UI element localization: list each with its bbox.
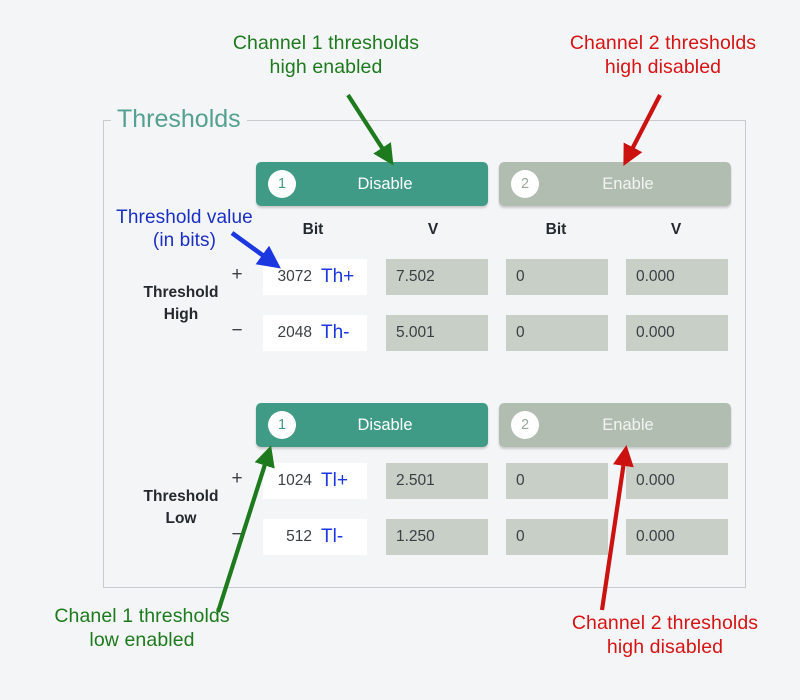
button-label: Disable	[357, 174, 413, 193]
field-tag-th-minus: Th-	[321, 322, 350, 343]
field-value: 1024	[277, 472, 312, 489]
sign-minus: −	[231, 320, 243, 341]
field-value: 512	[286, 528, 312, 545]
threshold-low-plus-bit-ch2: 0	[506, 463, 608, 499]
button-label: Enable	[602, 415, 654, 434]
threshold-high-plus-bit-input[interactable]: 3072 Th+	[263, 259, 367, 295]
annotation-threshold-value-in-bits: Threshold value (in bits)	[116, 207, 253, 252]
annotation-channel1-high-enabled: Channel 1 thresholds high enabled	[232, 32, 420, 78]
annotation-channel2-high-disabled: Channel 2 thresholds high disabled	[569, 32, 757, 78]
threshold-low-minus-volts-ch1: 1.250	[386, 519, 488, 555]
channel-number-badge: 2	[511, 170, 539, 198]
threshold-high-minus-volts-ch2: 0.000	[626, 315, 728, 351]
threshold-high-group-label: Threshold High	[143, 284, 219, 323]
channel-number-badge: 1	[268, 170, 296, 198]
threshold-low-minus-bit-input[interactable]: 512 Tl-	[263, 519, 367, 555]
button-label: Disable	[357, 415, 413, 434]
sign-plus: +	[231, 468, 243, 489]
threshold-high-channel1-toggle-button[interactable]: 1 Disable	[256, 162, 488, 206]
channel-number-badge: 2	[511, 411, 539, 439]
threshold-low-minus-volts-ch2: 0.000	[626, 519, 728, 555]
button-label: Enable	[602, 174, 654, 193]
panel-legend: Thresholds	[111, 105, 247, 133]
annotation-channel1-low-enabled: Chanel 1 thresholds low enabled	[54, 605, 230, 651]
field-tag-tl-plus: Tl+	[321, 470, 348, 491]
column-header-ch1-volts: V	[427, 221, 439, 238]
thresholds-panel	[103, 120, 746, 588]
column-header-ch2-bit: Bit	[545, 221, 567, 238]
threshold-low-plus-volts-ch1: 2.501	[386, 463, 488, 499]
threshold-high-plus-bit-ch2: 0	[506, 259, 608, 295]
sign-plus: +	[231, 264, 243, 285]
threshold-high-minus-bit-input[interactable]: 2048 Th-	[263, 315, 367, 351]
threshold-high-minus-volts-ch1: 5.001	[386, 315, 488, 351]
threshold-low-minus-bit-ch2: 0	[506, 519, 608, 555]
column-header-ch1-bit: Bit	[302, 221, 324, 238]
annotation-channel2-low-disabled: Channel 2 thresholds high disabled	[571, 612, 759, 658]
column-header-ch2-volts: V	[670, 221, 682, 238]
threshold-high-plus-volts-ch2: 0.000	[626, 259, 728, 295]
field-tag-th-plus: Th+	[321, 266, 355, 287]
sign-minus: −	[231, 524, 243, 545]
field-value: 3072	[277, 268, 312, 285]
threshold-high-minus-bit-ch2: 0	[506, 315, 608, 351]
field-tag-tl-minus: Tl-	[321, 526, 344, 547]
threshold-high-plus-volts-ch1: 7.502	[386, 259, 488, 295]
threshold-low-plus-bit-input[interactable]: 1024 Tl+	[263, 463, 367, 499]
threshold-high-channel2-toggle-button[interactable]: 2 Enable	[499, 162, 731, 206]
field-value: 2048	[277, 324, 312, 341]
threshold-low-channel2-toggle-button[interactable]: 2 Enable	[499, 403, 731, 447]
threshold-low-channel1-toggle-button[interactable]: 1 Disable	[256, 403, 488, 447]
threshold-low-group-label: Threshold Low	[143, 488, 219, 527]
channel-number-badge: 1	[268, 411, 296, 439]
threshold-low-plus-volts-ch2: 0.000	[626, 463, 728, 499]
